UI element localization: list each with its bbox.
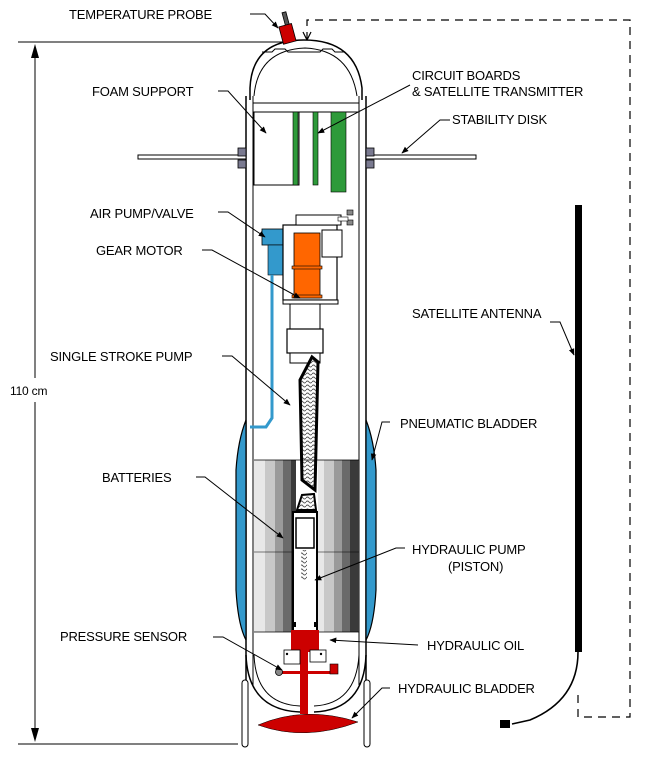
label-gear-motor: GEAR MOTOR: [96, 243, 183, 258]
pneumatic-bladder: [235, 419, 377, 641]
label-single-stroke-pump: SINGLE STROKE PUMP: [50, 349, 192, 364]
height-dimension: [18, 41, 288, 745]
single-stroke-pump: [298, 354, 320, 493]
label-hydraulic-bladder: HYDRAULIC BLADDER: [398, 681, 535, 696]
gear-motor: [282, 209, 354, 305]
label-hydraulic-oil: HYDRAULIC OIL: [427, 638, 524, 653]
label-temperature-probe: TEMPERATURE PROBE: [69, 7, 213, 22]
label-hydraulic-pump-line1: HYDRAULIC PUMP: [412, 542, 526, 557]
label-pneumatic-bladder: PNEUMATIC BLADDER: [400, 416, 537, 431]
pump-coupling: [286, 303, 324, 364]
label-foam-support: FOAM SUPPORT: [92, 84, 194, 99]
label-satellite-antenna: SATELLITE ANTENNA: [412, 306, 542, 321]
base-legs: [241, 679, 371, 748]
air-pump-valve: [250, 228, 285, 429]
stability-disk: [137, 147, 477, 169]
top-dome: [249, 39, 363, 100]
leader-lines: [196, 13, 575, 719]
label-stability-disk: STABILITY DISK: [452, 112, 548, 127]
label-hydraulic-pump-line2: (PISTON): [448, 559, 503, 574]
label-pressure-sensor: PRESSURE SENSOR: [60, 629, 187, 644]
satellite-antenna: [500, 205, 582, 728]
hydraulic-bladder: [257, 713, 359, 734]
circuit-boards: [292, 111, 347, 193]
foam-support: [252, 102, 360, 186]
hydraulic-oil: [275, 630, 339, 714]
label-batteries: BATTERIES: [102, 470, 172, 485]
label-circuit-boards-line2: & SATELLITE TRANSMITTER: [412, 84, 583, 99]
label-circuit-boards-line1: CIRCUIT BOARDS: [412, 68, 521, 83]
temperature-probe: [278, 11, 297, 45]
label-air-pump-valve: AIR PUMP/VALVE: [90, 206, 194, 221]
bottom-dome: [245, 654, 367, 713]
hydraulic-pump-piston: [292, 492, 318, 633]
dimension-label: 110 cm: [10, 384, 47, 398]
